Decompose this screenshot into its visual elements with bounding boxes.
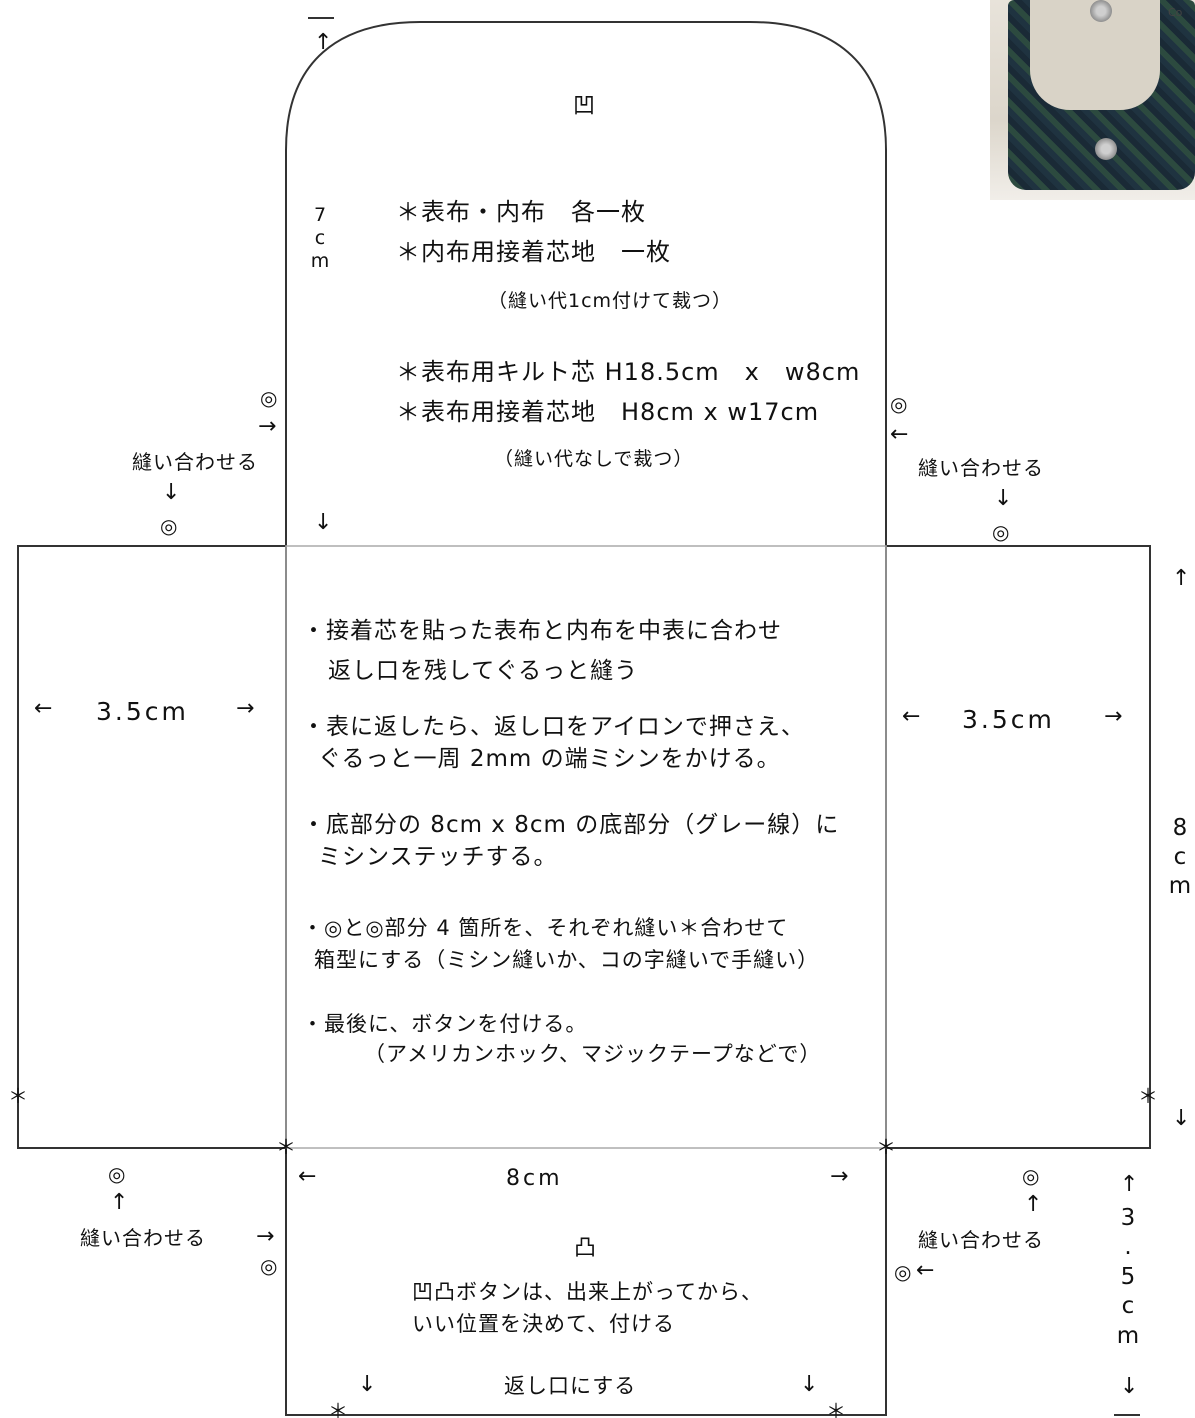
arrow-down-icon: ↓ xyxy=(1120,1374,1139,1399)
button-note-line: いい位置を決めて、付ける xyxy=(412,1312,675,1336)
arrow-left-icon: ← xyxy=(34,696,53,721)
arrow-left-icon: ← xyxy=(916,1258,935,1283)
material-line: ＊内布用接着芯地 一枚 xyxy=(396,238,671,266)
arrow-left-icon: ← xyxy=(890,422,909,447)
seam-note: （縫い代1cm付けて裁つ） xyxy=(488,290,733,312)
instruction-line: ミシンステッチする。 xyxy=(318,844,558,870)
interfacing-line: ＊表布用接着芯地 H8cm x w17cm xyxy=(396,398,820,426)
arrow-right-icon: → xyxy=(236,696,255,721)
star-marker: ＊ xyxy=(328,1399,348,1418)
top-height-label: 7 c m xyxy=(310,204,330,272)
sew-together-label: 縫い合わせる xyxy=(132,450,258,474)
arrow-up-icon: ↑ xyxy=(1024,1192,1043,1217)
left-width-label: 3.5cm xyxy=(96,697,189,726)
button-note-line: 凹凸ボタンは、出来上がってから、 xyxy=(412,1280,763,1304)
arrow-up-icon: ↑ xyxy=(314,30,333,55)
mark-symbol: ◎ xyxy=(992,520,1010,544)
star-marker: ＊ xyxy=(826,1399,846,1418)
arrow-down-icon: ↓ xyxy=(800,1372,819,1397)
mark-symbol: ◎ xyxy=(260,386,278,410)
arrow-right-icon: → xyxy=(256,1224,275,1249)
opening-label: 返し口にする xyxy=(504,1374,637,1398)
arrow-down-icon: ↓ xyxy=(1172,1106,1191,1131)
concave-label: 凹 xyxy=(573,94,596,119)
instruction-line: ・◎と◎部分 4 箇所を、それぞれ縫い＊合わせて xyxy=(302,916,789,940)
convex-label: 凸 xyxy=(574,1236,597,1261)
material-line: ＊表布・内布 各一枚 xyxy=(396,198,646,226)
instruction-line: ・底部分の 8cm x 8cm の底部分（グレー線）に xyxy=(302,812,840,838)
instruction-line: ・接着芯を貼った表布と内布を中表に合わせ xyxy=(302,618,782,644)
instruction-line: （アメリカンホック、マジックテープなどで） xyxy=(364,1042,822,1066)
arrow-down-icon: ↓ xyxy=(314,510,333,535)
instruction-line: ・最後に、ボタンを付ける。 xyxy=(302,1012,588,1036)
photo-caption: Co xyxy=(1168,6,1183,19)
top-flap-outline xyxy=(285,21,887,546)
star-marker: ＊ xyxy=(1138,1084,1158,1108)
arrow-down-icon: ↓ xyxy=(358,1372,377,1397)
bottom-width-label: 8cm xyxy=(506,1166,563,1191)
mark-symbol: ◎ xyxy=(260,1254,278,1278)
mark-symbol: ◎ xyxy=(108,1162,126,1186)
instruction-line: 返し口を残してぐるっと縫う xyxy=(328,658,639,684)
star-marker: ＊ xyxy=(8,1084,28,1108)
mark-symbol: ◎ xyxy=(1022,1164,1040,1188)
instruction-line: ・表に返したら、返し口をアイロンで押さえ、 xyxy=(302,714,805,740)
right-height-label: 8 c m xyxy=(1168,815,1192,899)
right-width-label: 3.5cm xyxy=(962,705,1055,734)
mark-symbol: ◎ xyxy=(160,514,178,538)
arrow-down-icon: ↓ xyxy=(994,486,1013,511)
snap-button-icon xyxy=(1095,138,1117,160)
arrow-left-icon: ← xyxy=(298,1164,317,1189)
arrow-down-icon: ↓ xyxy=(162,480,181,505)
arrow-up-icon: ↑ xyxy=(110,1190,129,1215)
product-photo: Co xyxy=(990,0,1195,200)
base-square-grey-line xyxy=(285,545,887,1149)
instruction-line: ぐるっと一周 2mm の端ミシンをかける。 xyxy=(318,746,781,772)
arrow-right-icon: → xyxy=(830,1164,849,1189)
bottom-flap-outline xyxy=(285,1148,887,1416)
interfacing-line: ＊表布用キルト芯 H18.5cm x w8cm xyxy=(396,358,861,386)
bottom-height-label: 3 . 5 c m xyxy=(1116,1205,1140,1349)
arrow-right-icon: → xyxy=(1104,704,1123,729)
arrow-right-icon: → xyxy=(258,414,277,439)
mark-symbol: ◎ xyxy=(894,1260,912,1284)
seam-note: （縫い代なしで裁つ） xyxy=(494,448,694,470)
snap-button-icon xyxy=(1090,0,1112,22)
mark-symbol: ◎ xyxy=(890,392,908,416)
sew-together-label: 縫い合わせる xyxy=(80,1226,206,1250)
arrow-left-icon: ← xyxy=(902,704,921,729)
sew-together-label: 縫い合わせる xyxy=(918,1228,1044,1252)
arrow-up-icon: ↑ xyxy=(1120,1172,1139,1197)
arrow-up-icon: ↑ xyxy=(1172,566,1191,591)
star-marker: ＊ xyxy=(276,1135,296,1159)
sew-together-label: 縫い合わせる xyxy=(918,456,1044,480)
star-marker: ＊ xyxy=(876,1135,896,1159)
instruction-line: 箱型にする（ミシン縫いか、コの字縫いで手縫い） xyxy=(314,948,820,972)
right-panel-outline xyxy=(885,545,1151,1149)
left-panel-outline xyxy=(17,545,287,1149)
